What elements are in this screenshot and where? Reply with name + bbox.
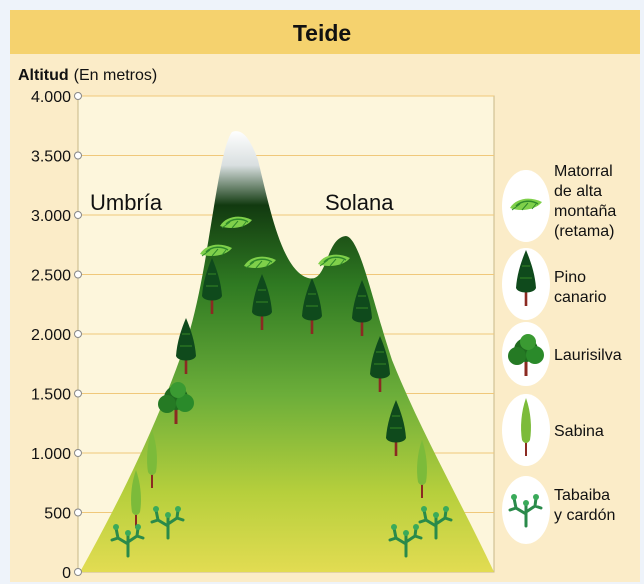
y-tick-mark [74, 211, 82, 219]
y-tick-label: 0 [62, 565, 71, 582]
y-tick-label: 1.000 [31, 446, 71, 463]
legend-label-retama: Matorral de alta montaña (retama) [554, 163, 621, 240]
legend-item-tabaiba: Tabaiba y cardón [502, 476, 615, 544]
y-tick-label: 3.500 [31, 149, 71, 166]
legend-label-pino: Pino canario [554, 269, 607, 306]
mountain-profile [80, 131, 494, 572]
y-tick-mark [74, 389, 82, 398]
legend-item-retama: Matorral de alta montaña (retama) [502, 163, 621, 242]
y-axis: 0 500 1.000 1.500 2.000 2.500 3.000 3.500 4.000 [31, 89, 82, 582]
y-tick-label: 2.000 [31, 327, 71, 344]
slope-label-solana: Solana [325, 190, 394, 215]
axis-title: Altitud (En metros) [18, 67, 157, 84]
y-tick-label: 3.000 [31, 208, 71, 225]
legend-item-pino: Pino canario [502, 248, 607, 320]
legend-label-tabaiba: Tabaiba y cardón [554, 487, 615, 524]
y-tick-label: 500 [44, 506, 71, 523]
y-tick-label: 2.500 [31, 268, 71, 285]
legend-label-laurisilva: Laurisilva [554, 347, 622, 364]
y-tick-mark [74, 92, 82, 100]
y-tick-label: 1.500 [31, 387, 71, 404]
legend-item-laurisilva: Laurisilva [502, 322, 622, 386]
legend: Matorral de alta montaña (retama) Pino c… [502, 163, 622, 544]
y-tick-mark [74, 508, 82, 517]
y-tick-mark [74, 330, 82, 338]
y-tick-mark [74, 270, 82, 279]
axis-title-unit: (En metros) [74, 67, 158, 84]
header-title: Teide [293, 20, 351, 46]
y-tick-mark [74, 449, 82, 457]
axis-title-bold: Altitud [18, 67, 69, 84]
header-bar [10, 10, 640, 54]
y-tick-mark [74, 568, 82, 576]
y-tick-label: 4.000 [31, 89, 71, 106]
legend-label-sabina: Sabina [554, 423, 604, 440]
slope-label-umbria: Umbría [90, 190, 163, 215]
y-tick-mark [74, 151, 82, 160]
legend-item-sabina: Sabina [502, 394, 604, 466]
